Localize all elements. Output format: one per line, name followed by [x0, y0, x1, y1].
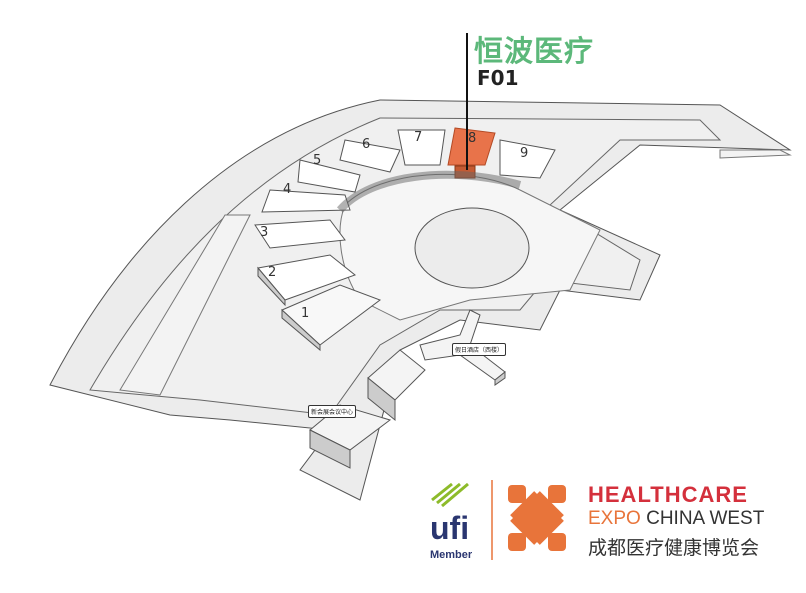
ufi-logo-text: ufi: [430, 510, 470, 546]
logo-line-expo: EXPO CHINA WEST: [588, 508, 764, 530]
hall-number-3: 3: [260, 225, 268, 240]
expo-logo-mark: [508, 485, 566, 551]
hall-8-highlight[interactable]: [447, 127, 496, 166]
conference-center-label: 新会展会议中心: [308, 405, 357, 418]
hall-number-7: 7: [414, 130, 422, 145]
logo-china-west: CHINA WEST: [646, 508, 765, 529]
ufi-swoosh-icon: [431, 482, 469, 508]
logo-line-healthcare: HEALTHCARE: [588, 482, 748, 507]
hall-number-8: 8: [468, 131, 476, 146]
logo-expo-word: EXPO: [588, 508, 641, 529]
halls: [254, 129, 556, 352]
ufi-member-text: Member: [430, 549, 473, 561]
hall-number-4: 4: [283, 182, 291, 197]
hotel-label: 假日酒店（西楼）: [452, 343, 507, 356]
logo-line-chinese: 成都医疗健康博览会: [588, 538, 760, 559]
booth-number: F01: [477, 66, 519, 90]
hall-number-9: 9: [520, 146, 528, 161]
roundabout: [414, 207, 530, 289]
hall-number-6: 6: [362, 137, 370, 152]
hall-number-1: 1: [301, 306, 309, 321]
exhibitor-name: 恒波医疗: [474, 34, 595, 68]
hall-number-2: 2: [268, 265, 276, 280]
hall-number-5: 5: [313, 153, 321, 168]
